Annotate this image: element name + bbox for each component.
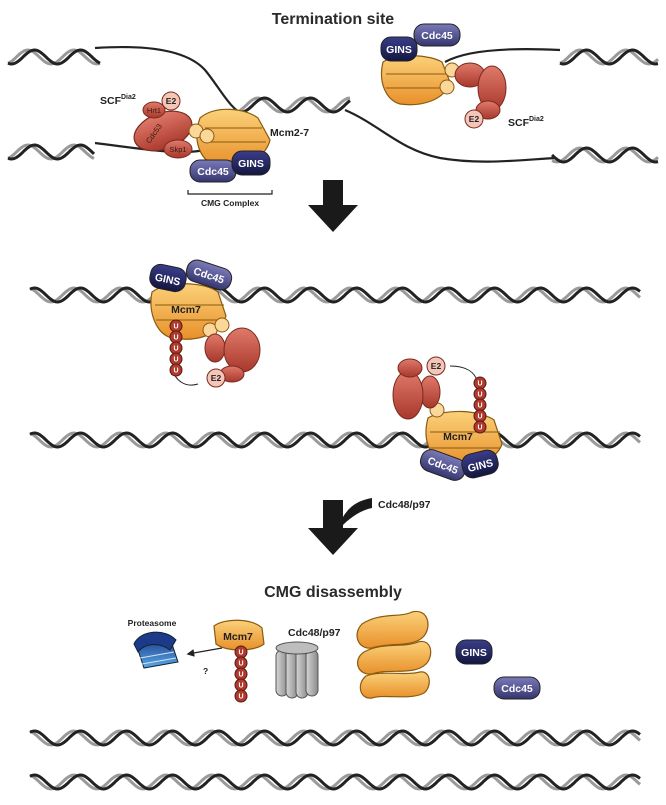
cdc45-label: Cdc45 <box>197 166 229 178</box>
cdc45-label: Cdc45 <box>421 30 453 42</box>
mcm27-label: Mcm2-7 <box>270 127 309 139</box>
e2-label: E2 <box>211 373 222 383</box>
dna-strand <box>29 286 641 304</box>
dna-strand <box>7 143 95 161</box>
ubiquitin-label: U <box>477 381 482 388</box>
e2-label: E2 <box>166 96 177 106</box>
right-fork <box>344 47 561 163</box>
left-fork <box>94 45 247 154</box>
scf-body <box>223 327 261 373</box>
cdc45-label: Cdc45 <box>501 683 533 695</box>
cmg-left: Cdc53 Skp1 Hrt1 E2 Cdc45 GINS <box>133 91 271 183</box>
title-termination-site: Termination site <box>272 11 394 28</box>
ubiquitin-bead <box>234 689 248 703</box>
e2-label: E2 <box>431 361 442 371</box>
gins-box <box>461 449 499 479</box>
e2-circle <box>206 368 226 388</box>
adaptor-dot <box>214 317 230 333</box>
scf-label-right: SCFDia2 <box>508 116 544 129</box>
ubiquitin-label: U <box>238 683 243 690</box>
mcm-ring <box>380 54 451 106</box>
adaptor-dot <box>439 79 455 95</box>
gins-box <box>455 639 493 665</box>
cmg-bracket <box>187 190 273 195</box>
ubiquitin-label: U <box>238 661 243 668</box>
ubiquitin-label: U <box>173 324 178 331</box>
gins-box <box>149 263 187 293</box>
cdc48-p97-icon <box>275 641 319 699</box>
gins-box <box>231 150 271 176</box>
scf-hrt1 <box>142 101 166 119</box>
cdc48-arrow-label: Cdc48/p97 <box>378 499 431 511</box>
free-mcm7: Mcm7 <box>213 619 265 651</box>
proteasome-icon <box>133 631 179 669</box>
ubiquitin-bead <box>169 363 183 377</box>
mcm7-label: Mcm7 <box>171 304 201 316</box>
question-mark: ? <box>203 666 208 676</box>
ubiquitin-label: U <box>477 392 482 399</box>
scf-body <box>392 370 424 420</box>
ubiquitin-label: U <box>238 672 243 679</box>
dna-strand <box>559 48 659 66</box>
cdc45-box <box>493 676 541 700</box>
scf-body <box>397 358 423 378</box>
dna-strand <box>559 48 659 66</box>
cmg-lower-ubiquitylated: Mcm7 E2 Cdc45 GINS <box>392 356 503 481</box>
ubiquitin-label: U <box>238 694 243 701</box>
down-arrow-with-cdc48 <box>308 498 372 555</box>
scf-body <box>204 333 226 363</box>
gins-label: GINS <box>154 271 182 288</box>
cmg-right: GINS Cdc45 E2 <box>380 23 507 129</box>
e2-circle <box>426 356 446 376</box>
e2-circle <box>464 109 484 129</box>
ubiquitin-label: U <box>173 346 178 353</box>
proteasome-label: Proteasome <box>128 618 177 628</box>
skp1-label: Skp1 <box>169 145 186 154</box>
ubiquitin-label: U <box>477 414 482 421</box>
mcm7-label: Mcm7 <box>223 631 253 643</box>
dna-strand <box>29 431 641 449</box>
hrt1-label: Hrt1 <box>147 106 161 115</box>
degradation-arrow <box>186 647 223 657</box>
dna-strand <box>29 729 641 747</box>
cdc45-box <box>185 259 233 291</box>
gins-label: GINS <box>461 647 487 659</box>
gins-label: GINS <box>238 158 264 170</box>
cmg-complex-label: CMG Complex <box>201 198 259 208</box>
scf-label-left: SCFDia2 <box>100 94 136 107</box>
ubiquitin-bead <box>473 420 487 434</box>
scf-skp1 <box>163 139 193 159</box>
ubiquitin-label: U <box>173 368 178 375</box>
cdc45-box <box>413 23 461 47</box>
adaptor-dot <box>199 128 215 144</box>
dna-strand <box>7 143 96 161</box>
ubiquitin-label: U <box>173 357 178 364</box>
dna-strand <box>239 96 351 114</box>
dna-strand <box>550 146 659 164</box>
down-arrow <box>308 180 358 232</box>
e2-circle <box>161 91 181 111</box>
ubiquitin-label: U <box>477 403 482 410</box>
gins-box <box>380 36 418 62</box>
dna-strand <box>29 773 641 791</box>
ubiquitin-label: U <box>477 425 482 432</box>
cmg-upper-ubiquitylated: Mcm7 GINS Cdc45 E2 <box>149 259 261 388</box>
mcm7-label: Mcm7 <box>443 431 473 443</box>
gins-label: GINS <box>386 44 412 56</box>
dna-strand <box>7 48 101 66</box>
title-cmg-disassembly: CMG disassembly <box>264 584 402 601</box>
dna-strands <box>7 48 659 791</box>
cdc48-label: Cdc48/p97 <box>288 627 341 639</box>
ubiquitin-label: U <box>173 335 178 342</box>
ubiquitin-label: U <box>238 650 243 657</box>
e2-label: E2 <box>469 114 480 124</box>
mcm2-6-fragments <box>356 610 432 699</box>
